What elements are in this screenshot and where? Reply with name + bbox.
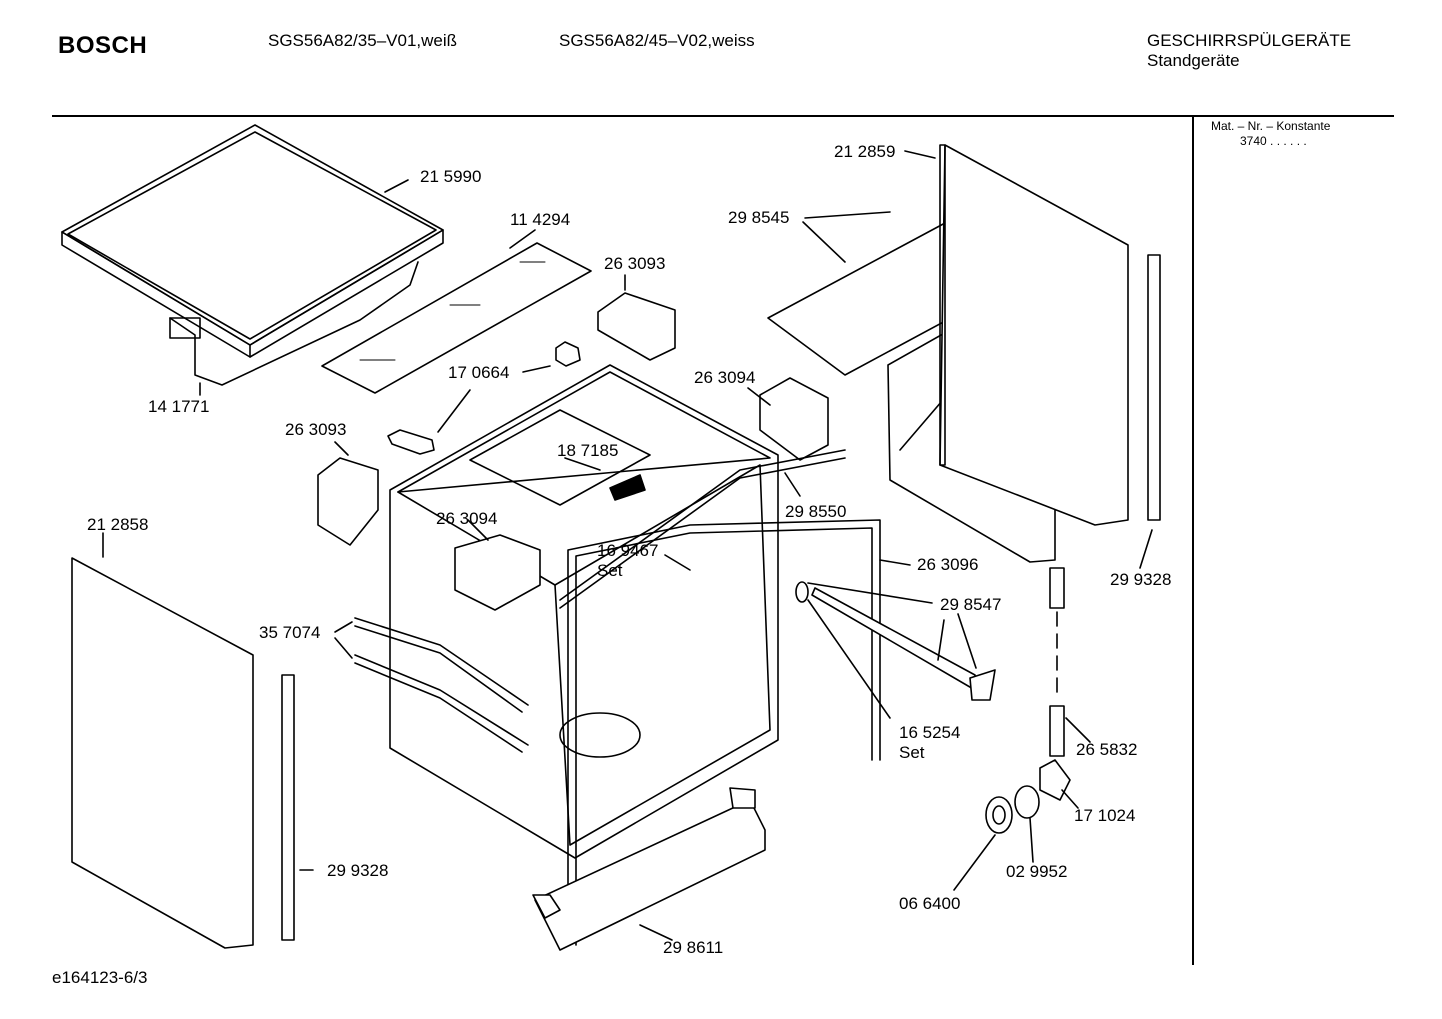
part-label-263094-upper: 26 3094 <box>694 368 756 387</box>
part-label-029952: 02 9952 <box>1006 862 1068 881</box>
leader-lines <box>102 150 1153 941</box>
bracket-upper-part <box>555 341 581 367</box>
category-title: GESCHIRRSPÜLGERÄTE <box>1147 31 1352 50</box>
header-divider <box>52 115 1394 117</box>
part-label-357074: 35 7074 <box>259 623 321 642</box>
part-label-171024: 17 1024 <box>1074 806 1136 825</box>
part-label-263093-right: 26 3093 <box>604 254 666 273</box>
clip-left-part <box>317 457 379 546</box>
part-label-298545: 29 8545 <box>728 208 790 227</box>
spray-arm-part <box>795 581 996 701</box>
part-label-299328-right: 29 9328 <box>1110 570 1172 589</box>
material-number-label: Mat. – Nr. – Konstante <box>1211 119 1331 133</box>
part-label-165254: 16 5254 <box>899 723 961 742</box>
worktop-part <box>61 124 444 386</box>
drawing-code: e164123-6/3 <box>52 968 148 987</box>
seal-ring-part <box>1014 785 1040 819</box>
part-label-298547: 29 8547 <box>940 595 1002 614</box>
part-label-187185: 18 7185 <box>557 441 619 460</box>
bracket-lower-part <box>387 429 435 455</box>
part-label-169467-set: Set <box>597 561 623 580</box>
part-label-170664: 17 0664 <box>448 363 510 382</box>
trim-strip-left-part <box>281 674 295 941</box>
union-nut-part <box>985 796 1013 834</box>
part-label-114294: 11 4294 <box>510 210 571 229</box>
part-label-066400: 06 6400 <box>899 894 961 913</box>
category-subtitle: Standgeräte <box>1147 51 1240 70</box>
part-label-263093-left: 26 3093 <box>285 420 347 439</box>
part-label-141771: 14 1771 <box>148 397 210 416</box>
frame-seal-part <box>567 519 881 946</box>
clip-right-part <box>597 292 676 361</box>
part-label-298611: 29 8611 <box>663 938 724 957</box>
part-label-265832: 26 5832 <box>1076 740 1138 759</box>
brand-logo: BOSCH <box>58 32 148 59</box>
insulation-mat-part <box>321 242 592 394</box>
model-number-2: SGS56A82/45–V02,weiss <box>559 31 755 50</box>
part-label-263096: 26 3096 <box>917 555 979 574</box>
hose-fitting-part <box>1049 567 1065 757</box>
part-label-299328-left: 29 9328 <box>327 861 389 880</box>
trim-strip-right-part <box>1147 254 1161 521</box>
part-label-169467: 16 9467 <box>597 541 659 560</box>
cover-right-part <box>759 377 829 461</box>
part-label-215990: 21 5990 <box>420 167 482 186</box>
side-panel-left-part <box>71 557 254 949</box>
rail-pair-part <box>354 617 529 753</box>
material-number-value: 3740 . . . . . . <box>1240 134 1307 148</box>
side-panel-right-part <box>939 144 1129 526</box>
model-number-1: SGS56A82/35–V01,weiß <box>268 31 458 50</box>
sidebar-divider <box>1192 115 1194 965</box>
part-label-165254-set: Set <box>899 743 925 762</box>
part-label-298550: 29 8550 <box>785 502 847 521</box>
part-label-212858: 21 2858 <box>87 515 149 534</box>
plinth-part <box>532 787 766 951</box>
dishwasher-tub-part <box>389 364 779 859</box>
door-seal-part <box>559 449 846 609</box>
part-label-212859: 21 2859 <box>834 142 896 161</box>
part-label-263094-lower: 26 3094 <box>436 509 498 528</box>
